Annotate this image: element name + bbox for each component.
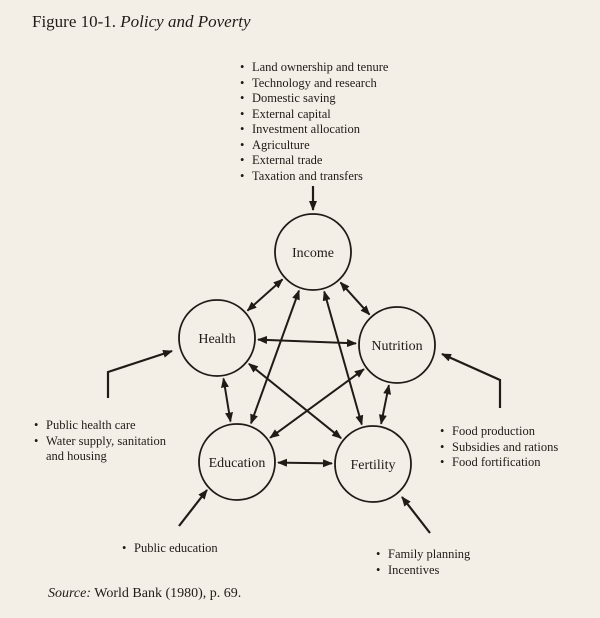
arrow-income-education (250, 289, 300, 425)
arrow-health-fertility (248, 363, 342, 439)
node-health: Health (178, 299, 256, 377)
node-fertility: Fertility (334, 425, 412, 503)
policy-item: Food production (438, 424, 558, 440)
policy-item: Taxation and transfers (238, 169, 388, 185)
source-note: Source: World Bank (1980), p. 69. (48, 586, 241, 602)
policy-arrow-education (178, 489, 208, 527)
node-label-education: Education (209, 456, 266, 471)
policy-item: Public education (120, 541, 218, 557)
policy-item: Land ownership and tenure (238, 60, 388, 76)
node-education: Education (198, 423, 276, 501)
arrow-nutrition-education (269, 368, 365, 439)
policy-arrow-fertility (401, 496, 431, 534)
policy-item: Technology and research (238, 76, 388, 92)
arrow-income-health (246, 278, 284, 312)
policy-item: Public health care (32, 418, 166, 434)
health-policy-list: Public health care Water supply, sanitat… (32, 418, 166, 465)
policy-item: Incentives (374, 563, 470, 579)
policy-item: Subsidies and rations (438, 440, 558, 456)
arrow-income-fertility (322, 290, 364, 426)
policy-arrow-nutrition (441, 352, 502, 408)
arrow-health-nutrition (257, 335, 357, 348)
policy-item: Food fortification (438, 455, 558, 471)
figure-caption: Policy and Poverty (120, 12, 251, 31)
node-circle (178, 299, 256, 377)
arrow-nutrition-fertility (378, 384, 392, 425)
arrow-education-fertility (277, 458, 333, 468)
node-label-fertility: Fertility (350, 458, 395, 473)
node-nutrition: Nutrition (358, 306, 436, 384)
arrow-income-nutrition (339, 281, 371, 316)
source-label: Source: (48, 586, 92, 601)
policy-item-continued: and housing (46, 449, 107, 463)
policy-item: Agriculture (238, 138, 388, 154)
source-text: World Bank (1980), p. 69. (94, 586, 242, 601)
node-circle (358, 306, 436, 384)
policy-item: Water supply, sanitation (32, 434, 166, 450)
node-income: Income (274, 213, 352, 291)
relationship-arrows (220, 278, 392, 468)
policy-item: External capital (238, 107, 388, 123)
arrow-health-education (220, 377, 234, 423)
node-label-health: Health (198, 332, 235, 347)
policy-item: Domestic saving (238, 91, 388, 107)
education-policy-list: Public education (120, 541, 218, 557)
policy-arrow-health (106, 349, 173, 398)
income-policy-list: Land ownership and tenure Technology and… (238, 60, 388, 184)
figure-number: Figure 10-1. (32, 12, 117, 31)
nutrition-policy-list: Food production Subsidies and rations Fo… (438, 424, 558, 471)
node-circle (198, 423, 276, 501)
node-label-nutrition: Nutrition (371, 339, 422, 354)
figure-title: Figure 10-1. Policy and Poverty (32, 12, 251, 32)
node-circle (274, 213, 352, 291)
node-label-income: Income (292, 246, 334, 261)
node-circle (334, 425, 412, 503)
policy-item: External trade (238, 153, 388, 169)
fertility-policy-list: Family planning Incentives (374, 547, 470, 578)
policy-arrows (106, 186, 502, 534)
policy-item: Investment allocation (238, 122, 388, 138)
policy-item: Family planning (374, 547, 470, 563)
